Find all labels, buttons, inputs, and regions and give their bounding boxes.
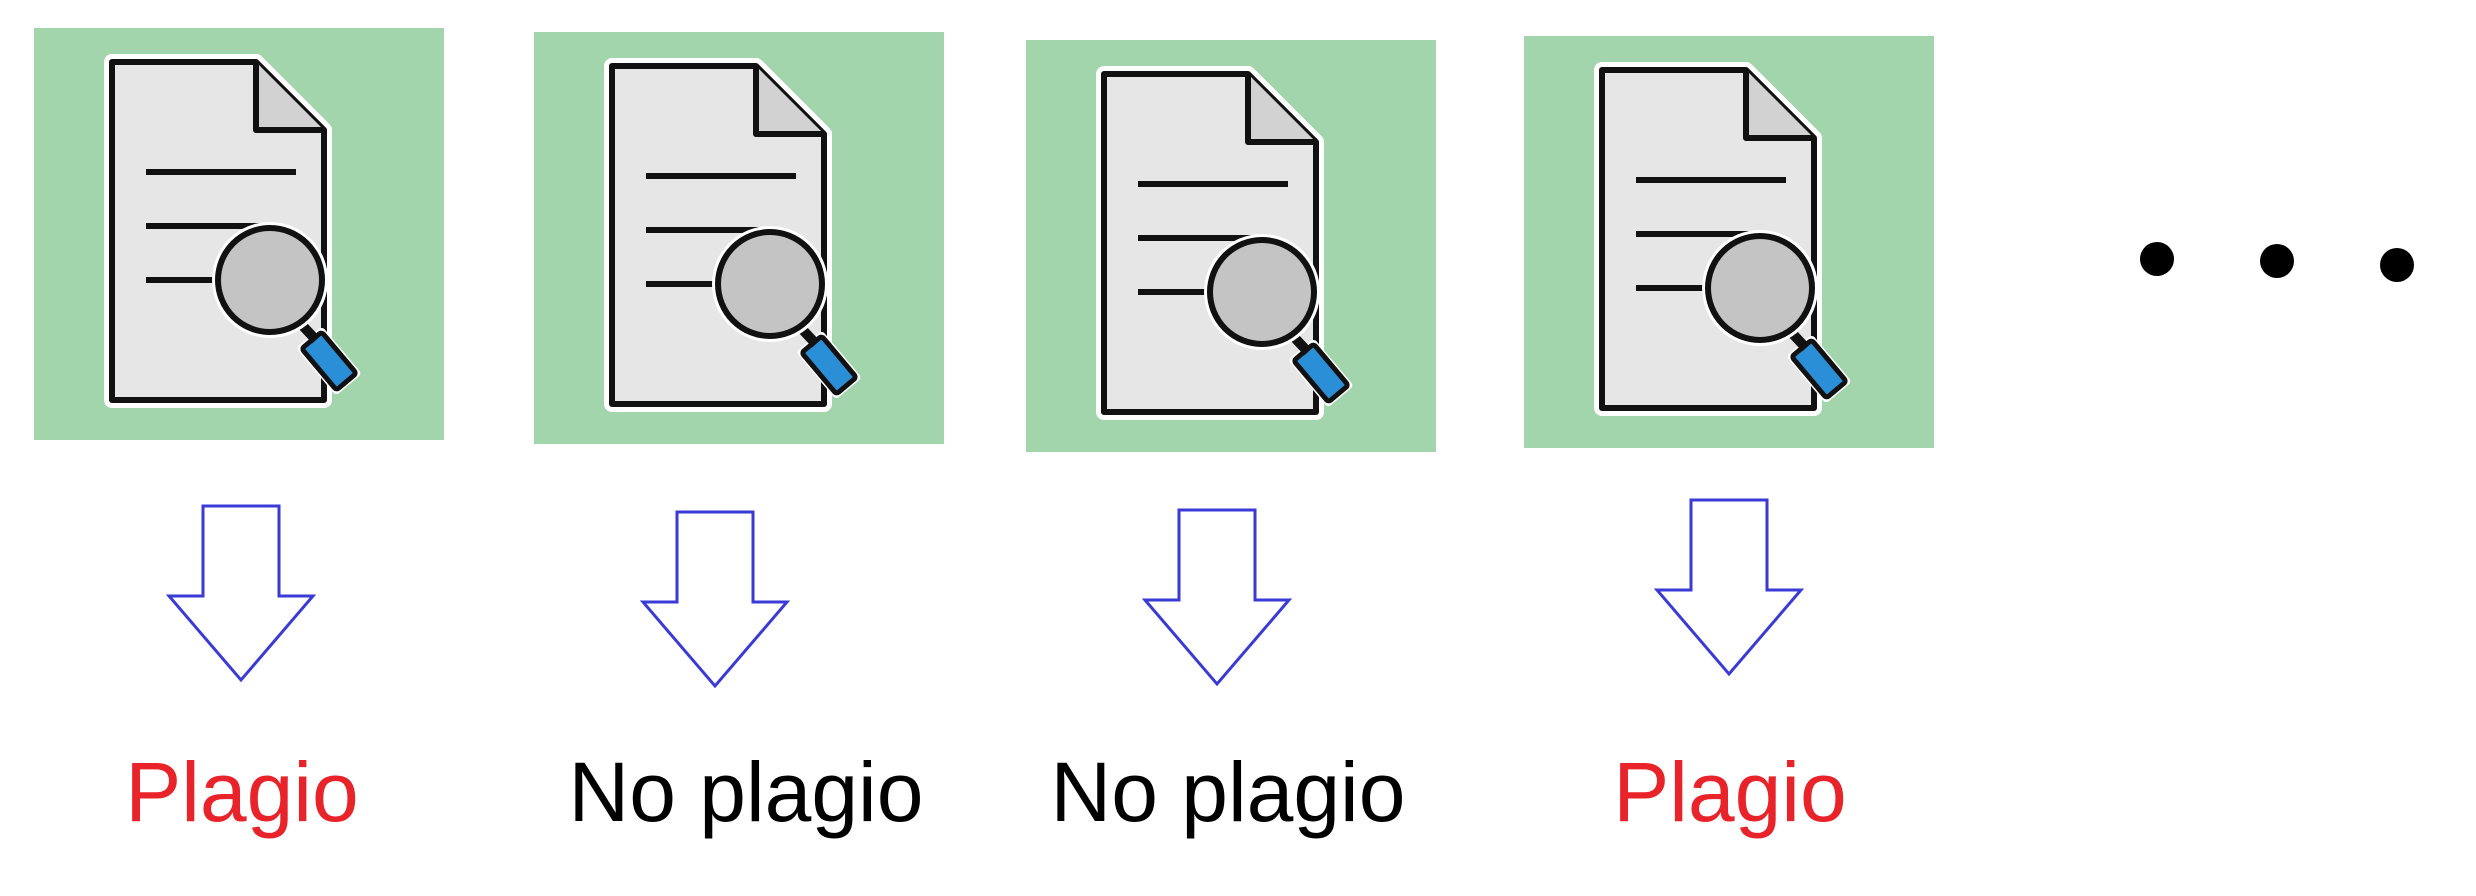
result-label-2: No plagio [568,745,924,839]
document-tile-2 [534,32,944,444]
down-arrow-icon [1142,508,1292,688]
ellipsis-dot [2260,244,2294,278]
down-arrow-icon [166,504,316,684]
document-search-icon [1096,66,1353,420]
result-label-3: No plagio [1050,745,1406,839]
document-search-icon [1594,62,1851,416]
down-arrow-icon [1654,498,1804,678]
document-search-icon [104,54,361,408]
document-tile-1 [34,28,444,440]
result-label-4: Plagio [1613,745,1847,839]
down-arrow-icon [640,510,790,690]
document-search-icon [604,58,861,412]
ellipsis-dot [2380,248,2414,282]
document-tile-3 [1026,40,1436,452]
ellipsis-dot [2140,242,2174,276]
document-tile-4 [1524,36,1934,448]
result-label-1: Plagio [125,745,359,839]
